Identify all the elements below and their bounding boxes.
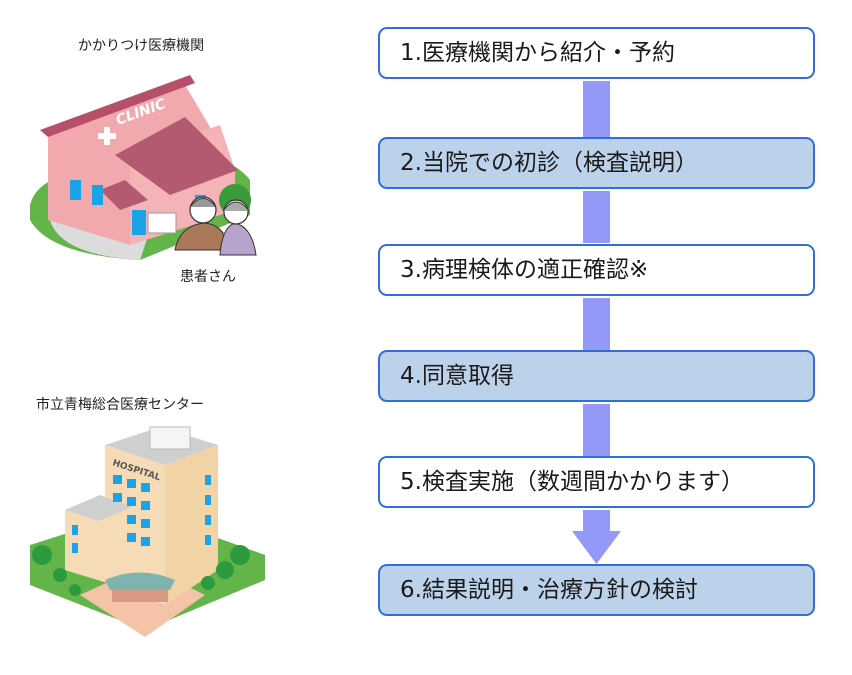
tree-icon bbox=[32, 545, 250, 596]
flow-arrow-head-icon bbox=[572, 531, 621, 564]
patient-caption: 患者さん bbox=[180, 269, 236, 285]
clinic-window bbox=[92, 185, 103, 205]
clinic-roof-main bbox=[40, 75, 195, 137]
hospital-tower-side bbox=[165, 445, 218, 605]
hospital-illustration: HOSPITAL bbox=[30, 426, 265, 637]
clinic-illustration: CLINIC bbox=[30, 75, 257, 260]
flow-arrow-shaft bbox=[583, 191, 610, 243]
flow-arrow-shaft bbox=[583, 510, 610, 532]
clinic-door bbox=[132, 210, 146, 235]
hospital-windows bbox=[72, 475, 211, 553]
flow-arrow-shaft bbox=[583, 404, 610, 456]
clinic-window bbox=[70, 180, 81, 200]
flow-arrow-shaft bbox=[583, 81, 610, 137]
clinic-roof-front bbox=[115, 117, 238, 195]
hospital-caption: 市立青梅総合医療センター bbox=[36, 397, 204, 413]
clinic-cross-icon bbox=[98, 127, 116, 145]
patients-icon bbox=[174, 196, 257, 256]
clinic-porch-roof bbox=[100, 180, 148, 210]
flow-arrow-shaft bbox=[583, 298, 610, 350]
hospital-entrance bbox=[112, 590, 168, 602]
clinic-signboard bbox=[147, 212, 177, 234]
flow-step-6: 6.結果説明・治療方針の検討 bbox=[378, 564, 815, 616]
hospital-wing bbox=[65, 495, 130, 590]
hospital-canopy bbox=[105, 572, 175, 590]
clinic-caption: かかりつけ医療機関 bbox=[78, 38, 205, 54]
flow-step-3: 3.病理検体の適正確認※ bbox=[378, 244, 815, 296]
flow-step-1: 1.医療機関から紹介・予約 bbox=[378, 27, 815, 79]
flow-step-4: 4.同意取得 bbox=[378, 350, 815, 402]
flow-step-5: 5.検査実施（数週間かかります） bbox=[378, 456, 815, 508]
hospital-rooftop-box bbox=[149, 426, 191, 450]
flow-step-2: 2.当院での初診（検査説明） bbox=[378, 137, 815, 189]
